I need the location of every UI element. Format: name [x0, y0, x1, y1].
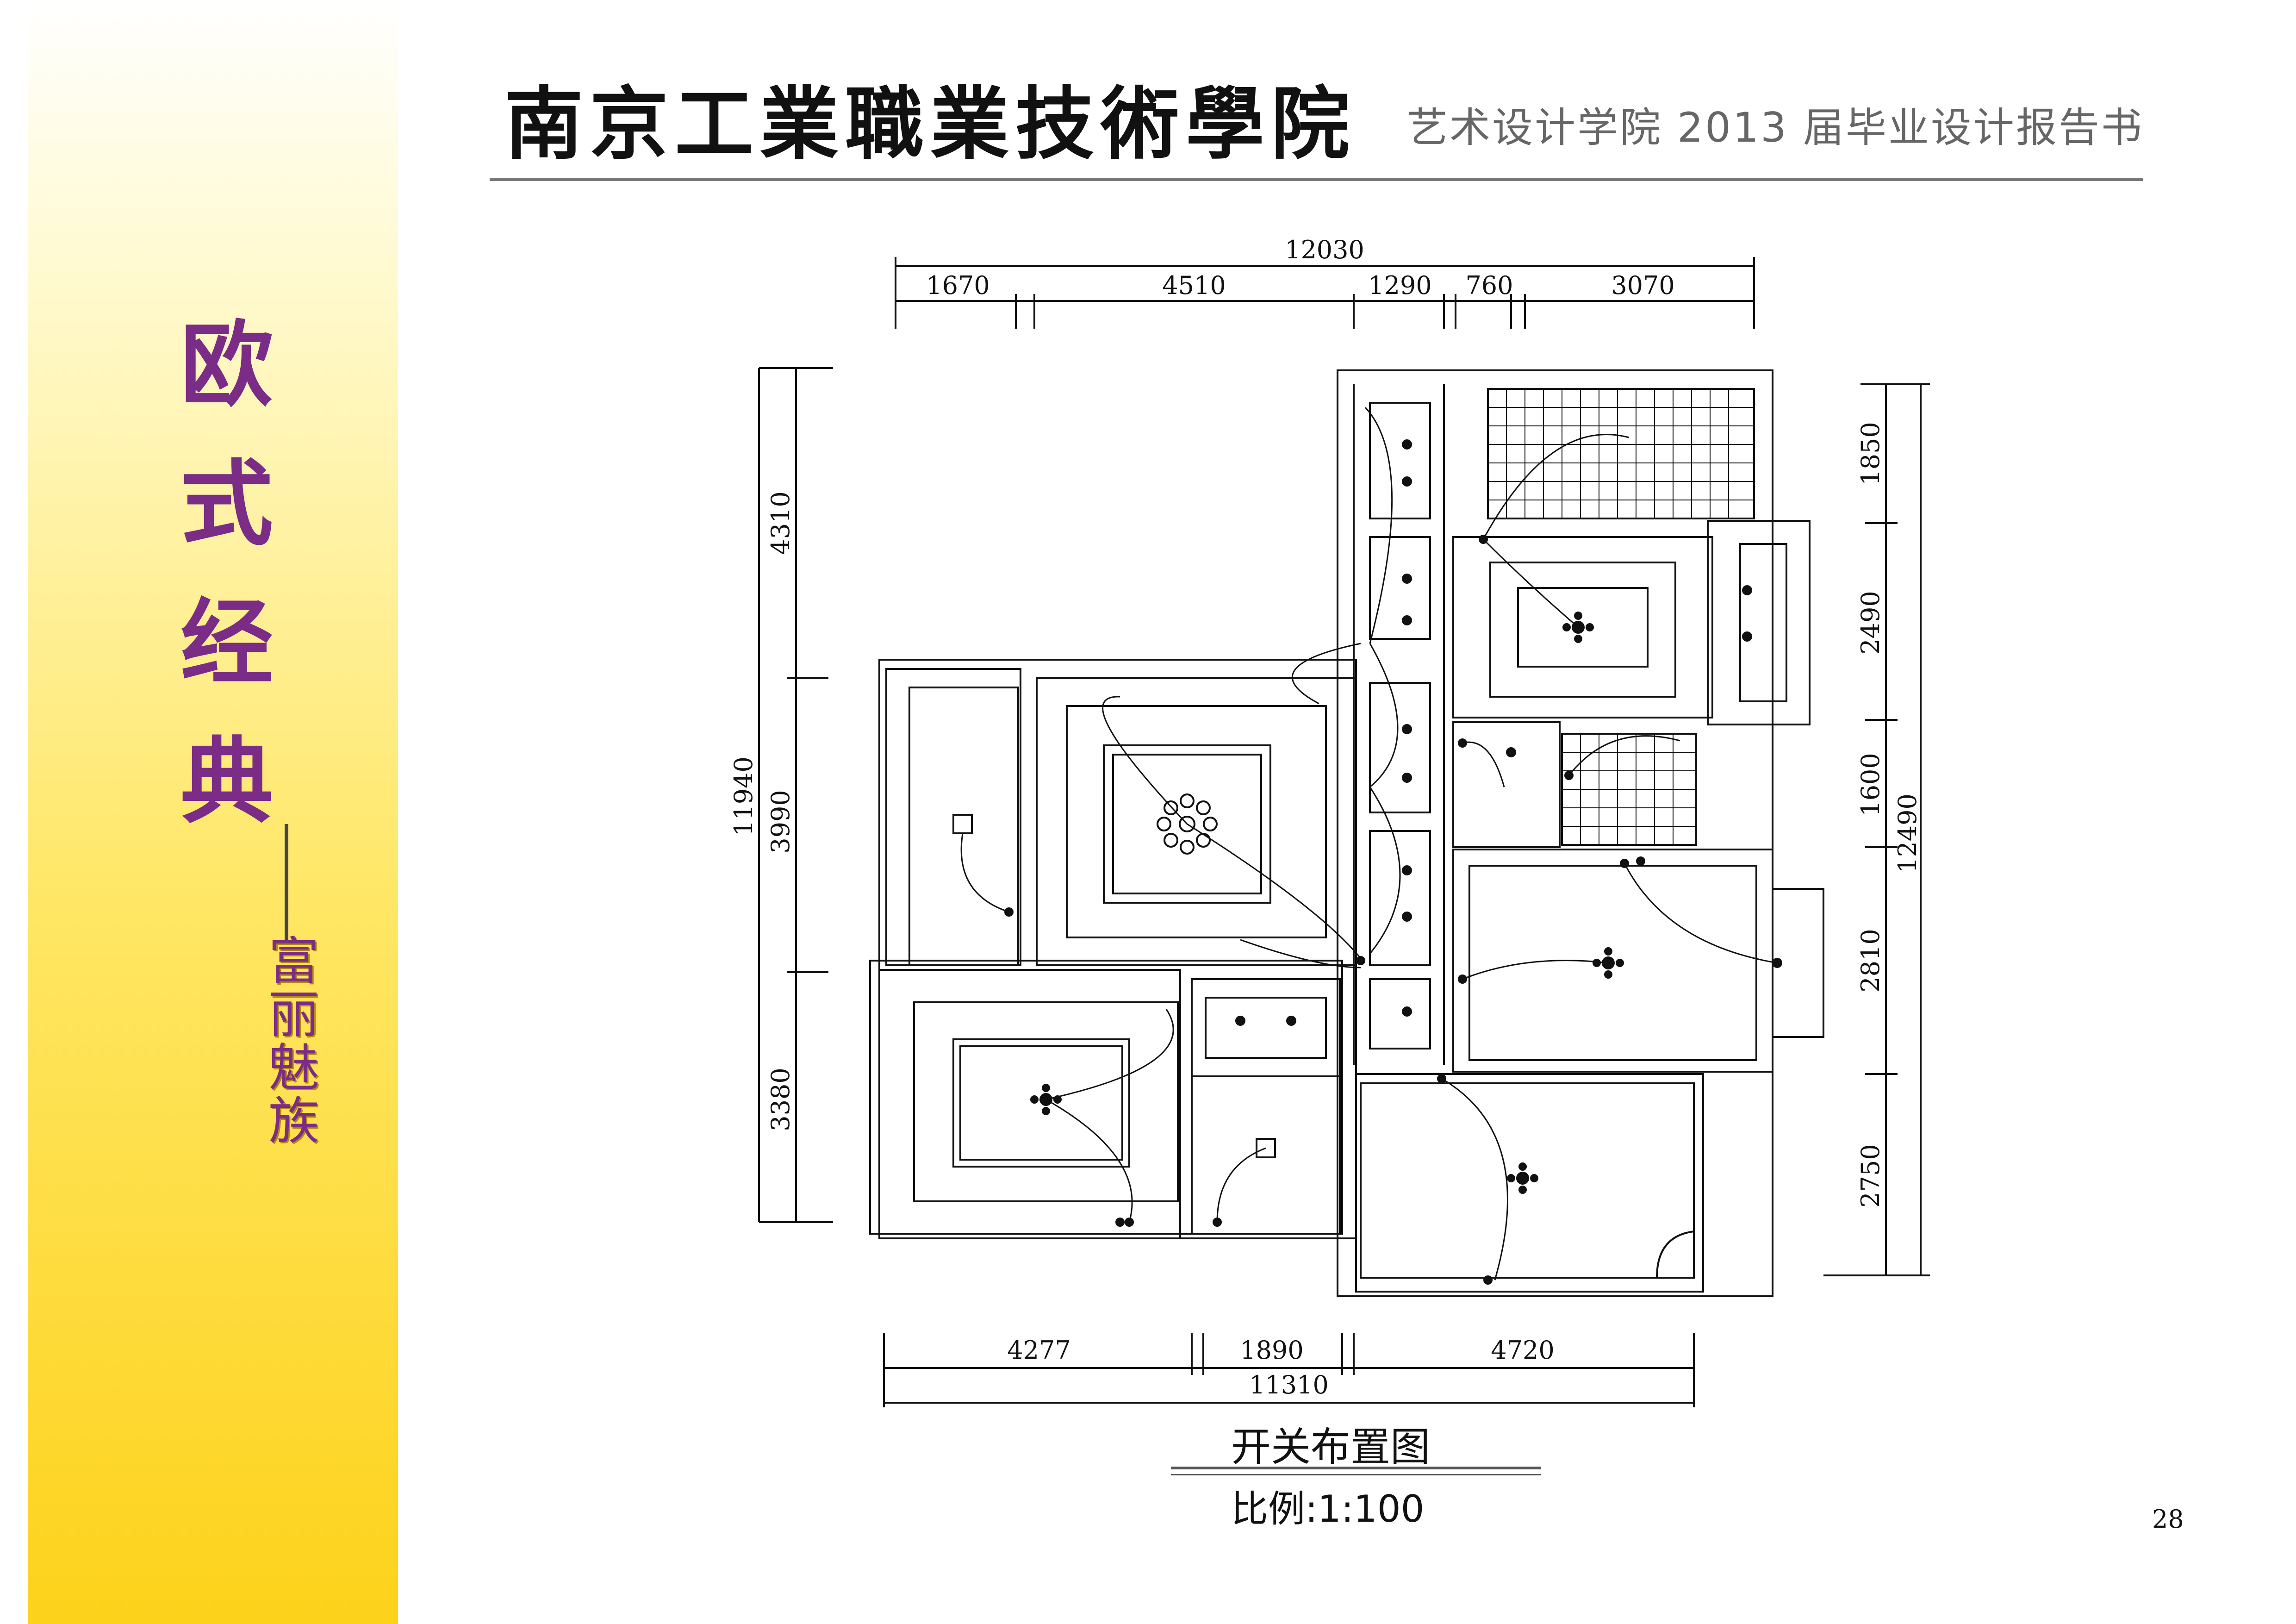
sidebar-dash	[285, 824, 293, 944]
dim-left-seg: 3990	[766, 790, 795, 853]
sidebar-subtitle-char: 族	[268, 1092, 319, 1151]
sidebar-panel: 欧 式 经 典 富 丽 魅 族	[28, 0, 398, 1624]
dim-bottom-seg: 4277	[1007, 1336, 1070, 1365]
dim-bottom-total: 11310	[1249, 1370, 1329, 1399]
sidebar-title: 欧 式 经 典	[176, 296, 278, 852]
caption-underline-thin	[1171, 1474, 1541, 1475]
header-divider	[490, 178, 2143, 181]
dim-left-seg: 4310	[766, 491, 795, 555]
report-title: 艺术设计学院 2013 届毕业设计报告书	[1407, 104, 2144, 151]
sidebar-title-char: 欧	[180, 312, 273, 419]
dim-right-total: 12490	[1893, 793, 1922, 873]
dim-bottom-seg: 4720	[1491, 1336, 1554, 1365]
dim-top-seg: 4510	[1162, 271, 1226, 300]
drawing-scale: 比例:1:100	[1231, 1487, 1425, 1530]
sidebar-title-char: 经	[180, 589, 273, 697]
sidebar-subtitle-char: 丽	[268, 985, 319, 1044]
dim-top-seg: 760	[1465, 271, 1513, 300]
dim-top-total: 12030	[1285, 235, 1364, 264]
dim-right-seg: 1850	[1856, 422, 1885, 485]
sidebar-subtitle-char: 魅	[268, 1038, 319, 1098]
page-number: 28	[2152, 1505, 2184, 1534]
drawing-title: 开关布置图	[1231, 1424, 1430, 1470]
dim-right-seg: 2490	[1856, 591, 1885, 654]
sidebar-title-char: 典	[180, 728, 273, 836]
sidebar-subtitle-char: 富	[268, 932, 319, 991]
dim-top-seg: 1670	[926, 271, 989, 300]
caption-underline	[1171, 1467, 1541, 1469]
dim-right-seg: 1600	[1856, 753, 1885, 816]
dim-left-total: 11940	[729, 756, 758, 836]
sidebar-title-char: 式	[180, 450, 273, 558]
dim-top-seg: 3070	[1611, 271, 1674, 300]
sidebar-subtitle: 富 丽 魅 族	[266, 935, 322, 1148]
dim-bottom-seg: 1890	[1240, 1336, 1303, 1365]
school-name: 南京工業職業技術學院	[504, 78, 1356, 170]
dim-right-seg: 2810	[1856, 929, 1885, 992]
dim-left-seg: 3380	[766, 1068, 795, 1131]
dim-top-seg: 1290	[1368, 271, 1431, 300]
dim-right-seg: 2750	[1856, 1144, 1885, 1207]
